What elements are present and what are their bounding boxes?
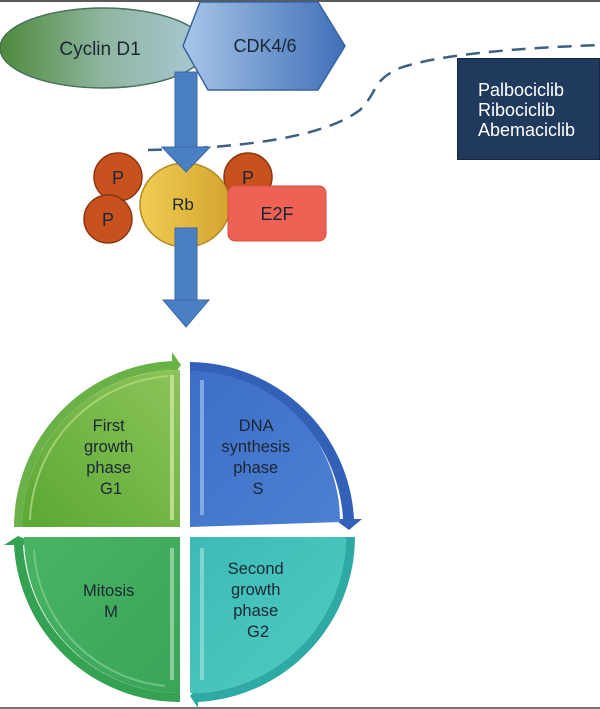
phosphate-label: P xyxy=(102,210,114,230)
phase-g1-line-2: growth xyxy=(84,438,134,456)
phase-s-line-4: S xyxy=(252,480,263,498)
phosphate-label: P xyxy=(112,168,124,188)
phase-m-line-1: Mitosis xyxy=(83,582,134,600)
phase-g2-label: Second growth phase G2 xyxy=(228,560,289,641)
phase-m-line-2: M xyxy=(104,603,118,621)
phase-g2-line-4: G2 xyxy=(247,623,269,641)
top-border xyxy=(0,0,600,2)
phosphate-label: P xyxy=(242,168,254,188)
phase-s-line-2: synthesis xyxy=(221,438,290,456)
phase-m-label: Mitosis M xyxy=(83,582,139,621)
arrow-cdk-to-rb-head xyxy=(160,146,212,173)
phase-g1-line-1: First xyxy=(93,417,125,435)
phase-g2-line-2: growth xyxy=(231,581,281,599)
cdk-inhibitor-list: Palbociclib Ribociclib Abemaciclib xyxy=(478,80,575,140)
cdk46-protein: CDK4/6 xyxy=(182,1,346,91)
phase-s-line-3: phase xyxy=(233,459,278,477)
drug-abemaciclib: Abemaciclib xyxy=(478,120,576,140)
phase-g1-quadrant xyxy=(13,352,181,527)
phase-g1-label: First growth phase G1 xyxy=(84,417,138,498)
cdk-inhibitor-box xyxy=(457,58,600,160)
e2f-label: E2F xyxy=(260,204,293,224)
cyclin-d1-protein: Cyclin D1 xyxy=(0,7,207,89)
phase-g1-line-4: G1 xyxy=(100,480,122,498)
cyclin-d1-label: Cyclin D1 xyxy=(59,39,140,60)
phosphate-group-1: P xyxy=(93,152,143,202)
drug-palbociclib: Palbociclib xyxy=(478,80,565,100)
phase-g2-quadrant xyxy=(190,537,355,708)
e2f-protein: E2F xyxy=(227,185,327,242)
phase-g2-line-3: phase xyxy=(233,602,278,620)
bottom-border xyxy=(0,707,600,709)
phase-g1-line-3: phase xyxy=(86,459,131,477)
phosphate-group-2: P xyxy=(83,194,133,244)
phase-s-line-1: DNA xyxy=(239,417,274,435)
phase-g2-line-1: Second xyxy=(228,560,284,578)
drug-ribociclib: Ribociclib xyxy=(478,100,556,120)
phase-s-label: DNA synthesis phase S xyxy=(221,417,294,498)
phase-s-quadrant xyxy=(190,362,362,530)
phase-m-quadrant xyxy=(4,536,180,703)
rb-label: Rb xyxy=(172,195,194,214)
arrow-rb-to-cell-cycle xyxy=(161,227,211,328)
inhibition-dashed-line xyxy=(147,43,600,152)
cdk46-label: CDK4/6 xyxy=(233,36,296,56)
